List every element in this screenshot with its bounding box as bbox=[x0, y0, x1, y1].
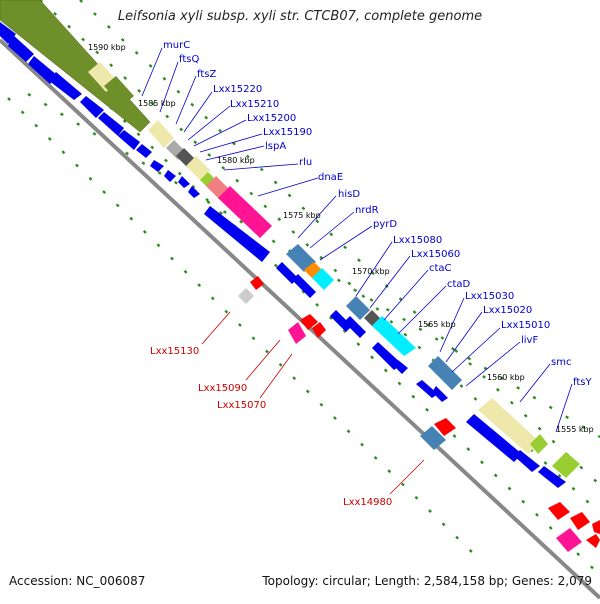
cds-arrow bbox=[150, 160, 164, 172]
cds-arrow bbox=[514, 450, 540, 472]
gene-label-murC[interactable]: murC bbox=[163, 40, 190, 51]
gene-pink-block bbox=[556, 528, 582, 552]
gene-label-ctaC[interactable]: ctaC bbox=[429, 263, 452, 274]
gene-label-ftsQ[interactable]: ftsQ bbox=[179, 54, 199, 65]
rna-leaders bbox=[201, 311, 425, 495]
gene-label-livF[interactable]: livF bbox=[521, 335, 538, 346]
rna-feature bbox=[312, 322, 326, 338]
gene-label-ftsY[interactable]: ftsY bbox=[573, 377, 592, 388]
cds-arrow bbox=[98, 112, 124, 136]
cds-arrow bbox=[432, 386, 448, 402]
genome-summary: Topology: circular; Length: 2,584,158 bp… bbox=[262, 574, 592, 588]
gene-15220-block bbox=[148, 120, 174, 148]
kbp-label: 1565 kbp bbox=[418, 320, 456, 329]
gene-15080-block bbox=[346, 296, 370, 320]
rna-feature bbox=[300, 314, 318, 330]
gene-ctaC-block bbox=[372, 316, 416, 356]
genome-backbone bbox=[0, 38, 600, 600]
cds-arrow bbox=[118, 130, 140, 150]
gene-label-lxx15130[interactable]: Lxx15130 bbox=[150, 346, 199, 357]
gene-label-ftsZ[interactable]: ftsZ bbox=[197, 69, 216, 80]
cds-arrow bbox=[178, 176, 190, 188]
gene-label-lxx15220[interactable]: Lxx15220 bbox=[213, 84, 262, 95]
rna-feature bbox=[250, 276, 264, 290]
gene-label-lxx15020[interactable]: Lxx15020 bbox=[483, 305, 532, 316]
gene-label-lxx15030[interactable]: Lxx15030 bbox=[465, 291, 514, 302]
gene-label-lxx15010[interactable]: Lxx15010 bbox=[501, 320, 550, 331]
gene-15130-block bbox=[238, 288, 254, 304]
gene-murC-block bbox=[0, 0, 151, 133]
cds-arrow bbox=[394, 360, 408, 374]
gene-labels: murC ftsQ ftsZ Lxx15220 Lxx15210 Lxx1520… bbox=[163, 40, 592, 388]
gene-14980-block bbox=[420, 426, 446, 450]
accession-label: Accession: NC_006087 bbox=[9, 574, 146, 588]
kbp-label: 1590 kbp bbox=[88, 43, 126, 52]
gene-label-lxx15090[interactable]: Lxx15090 bbox=[198, 383, 247, 394]
cds-arrow bbox=[372, 342, 402, 370]
inner-track bbox=[238, 276, 600, 552]
cds-arrow bbox=[188, 186, 200, 198]
gene-label-lxx15200[interactable]: Lxx15200 bbox=[247, 113, 296, 124]
gene-label-rlu[interactable]: rlu bbox=[299, 157, 312, 168]
gene-label-lxx15060[interactable]: Lxx15060 bbox=[411, 249, 460, 260]
cds-arrows bbox=[0, 22, 566, 488]
kbp-label: 1575 kbp bbox=[283, 211, 321, 220]
gene-15090-block bbox=[288, 322, 306, 344]
cds-arrow bbox=[344, 316, 366, 338]
rna-feature bbox=[586, 534, 600, 548]
rna-feature bbox=[548, 502, 570, 520]
gene-leaders bbox=[141, 47, 573, 433]
cds-arrow bbox=[204, 206, 270, 262]
kbp-label: 1580 kbp bbox=[217, 156, 255, 165]
gene-nrdR-block bbox=[304, 262, 322, 278]
kbp-label: 1560 kbp bbox=[487, 373, 525, 382]
kbp-label: 1585 kbp bbox=[138, 99, 176, 108]
gene-hisD-block bbox=[286, 244, 316, 272]
rna-feature bbox=[434, 418, 456, 436]
gene-label-lxx15190[interactable]: Lxx15190 bbox=[263, 127, 312, 138]
gene-label-smc[interactable]: smc bbox=[551, 357, 571, 368]
gene-label-lxx15210[interactable]: Lxx15210 bbox=[230, 99, 279, 110]
cds-arrow bbox=[8, 34, 34, 62]
genome-title: Leifsonia xyli subsp. xyli str. CTCB07, … bbox=[117, 9, 483, 24]
kbp-labels: 1590 kbp 1585 kbp 1580 kbp 1575 kbp 1570… bbox=[88, 43, 594, 434]
gene-label-hisD[interactable]: hisD bbox=[338, 189, 360, 200]
cds-arrow bbox=[136, 144, 152, 158]
gene-label-lspA[interactable]: lspA bbox=[265, 141, 286, 152]
cds-arrow bbox=[416, 380, 438, 398]
rna-feature bbox=[570, 512, 590, 530]
cds-arrow bbox=[466, 414, 522, 462]
cds-arrow bbox=[276, 262, 298, 284]
kbp-label: 1555 kbp bbox=[556, 425, 594, 434]
cds-arrow bbox=[292, 274, 316, 298]
gene-ftsY-block bbox=[552, 452, 580, 478]
gene-pyrD-block bbox=[312, 268, 334, 290]
gene-label-pyrD[interactable]: pyrD bbox=[373, 219, 397, 230]
gene-label-ctaD[interactable]: ctaD bbox=[447, 279, 471, 290]
gene-label-lxx14980[interactable]: Lxx14980 bbox=[343, 497, 392, 508]
gene-livF-block bbox=[530, 434, 548, 454]
cds-arrow bbox=[28, 56, 58, 84]
rna-feature bbox=[592, 520, 600, 534]
gene-label-lxx15070[interactable]: Lxx15070 bbox=[217, 400, 266, 411]
gene-label-nrdR[interactable]: nrdR bbox=[355, 205, 379, 216]
gene-dnaE-block bbox=[218, 186, 272, 238]
gene-label-dnaE[interactable]: dnaE bbox=[318, 172, 343, 183]
gene-label-lxx15080[interactable]: Lxx15080 bbox=[393, 235, 442, 246]
cds-arrow bbox=[538, 466, 566, 488]
gene-ctaD-block bbox=[428, 356, 462, 390]
gene-15190-block bbox=[186, 156, 210, 180]
outer-track bbox=[0, 0, 580, 478]
cds-arrow bbox=[164, 170, 176, 182]
rna-labels: Lxx15130 Lxx15090 Lxx15070 Lxx14980 bbox=[150, 346, 392, 508]
cds-arrow bbox=[330, 310, 352, 332]
gene-smc-block bbox=[478, 398, 540, 454]
cds-arrow bbox=[48, 72, 82, 100]
kbp-label: 1570 kbp bbox=[352, 267, 390, 276]
gene-ftsZ-block bbox=[104, 76, 134, 106]
cds-arrow bbox=[80, 96, 104, 118]
